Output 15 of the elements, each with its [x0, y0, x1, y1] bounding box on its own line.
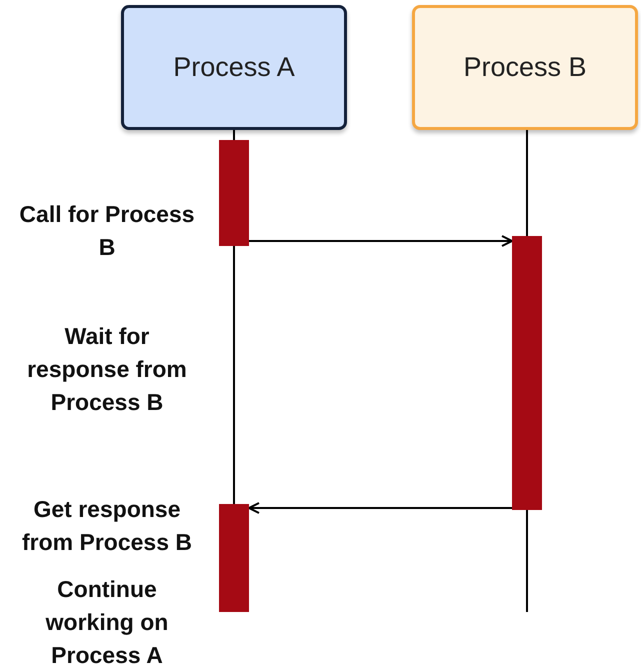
arrow	[248, 502, 512, 514]
activation-bar	[219, 504, 249, 612]
step-note: Get response from Process B	[20, 495, 193, 557]
arrow	[249, 235, 513, 247]
step-note: Wait for response from Process B	[26, 322, 188, 417]
lifeline	[526, 510, 528, 612]
step-note: Continue working on Process A	[44, 575, 170, 670]
process-box: Process B	[412, 5, 638, 130]
activation-bar	[219, 140, 249, 246]
process-box: Process A	[121, 5, 347, 130]
lifeline	[233, 130, 235, 140]
step-note: Call for Process B	[18, 200, 196, 262]
lifeline	[526, 130, 528, 236]
activation-bar	[512, 236, 542, 510]
lifeline	[233, 246, 235, 504]
